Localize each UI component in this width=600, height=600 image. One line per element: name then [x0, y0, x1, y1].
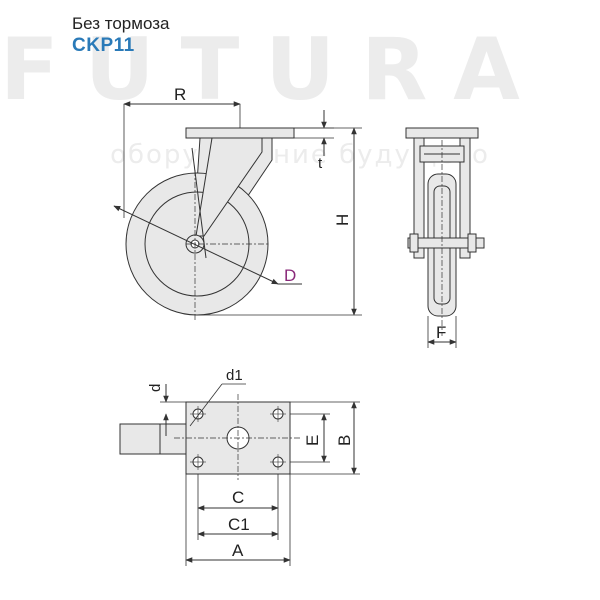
top-wheel-stub	[119, 423, 187, 455]
bolt-holes	[190, 406, 286, 470]
dim-d1-leader	[189, 383, 223, 427]
top-view	[119, 383, 360, 566]
diagram-title: Без тормоза	[72, 14, 170, 33]
label-R: R	[174, 85, 186, 104]
label-C1: C1	[228, 515, 250, 534]
watermark-brand: FUTURA	[0, 20, 546, 120]
front-view	[405, 127, 485, 348]
label-A: A	[232, 541, 244, 560]
label-d1: d1	[226, 367, 243, 384]
front-fork-left	[413, 137, 425, 259]
dim-D-line	[113, 205, 279, 285]
label-H: H	[333, 214, 352, 226]
label-B: B	[335, 435, 354, 446]
front-fork-right	[459, 137, 471, 259]
label-F: F	[436, 323, 446, 342]
side-mount-plate	[185, 127, 295, 139]
label-d: d	[147, 384, 164, 392]
label-D: D	[284, 266, 296, 285]
side-view	[113, 101, 362, 320]
model-code: CKP11	[72, 35, 135, 56]
label-C: C	[232, 488, 244, 507]
front-mount-plate	[405, 127, 479, 139]
label-E: E	[303, 435, 322, 446]
label-t: t	[318, 155, 323, 172]
front-axle	[407, 237, 485, 249]
